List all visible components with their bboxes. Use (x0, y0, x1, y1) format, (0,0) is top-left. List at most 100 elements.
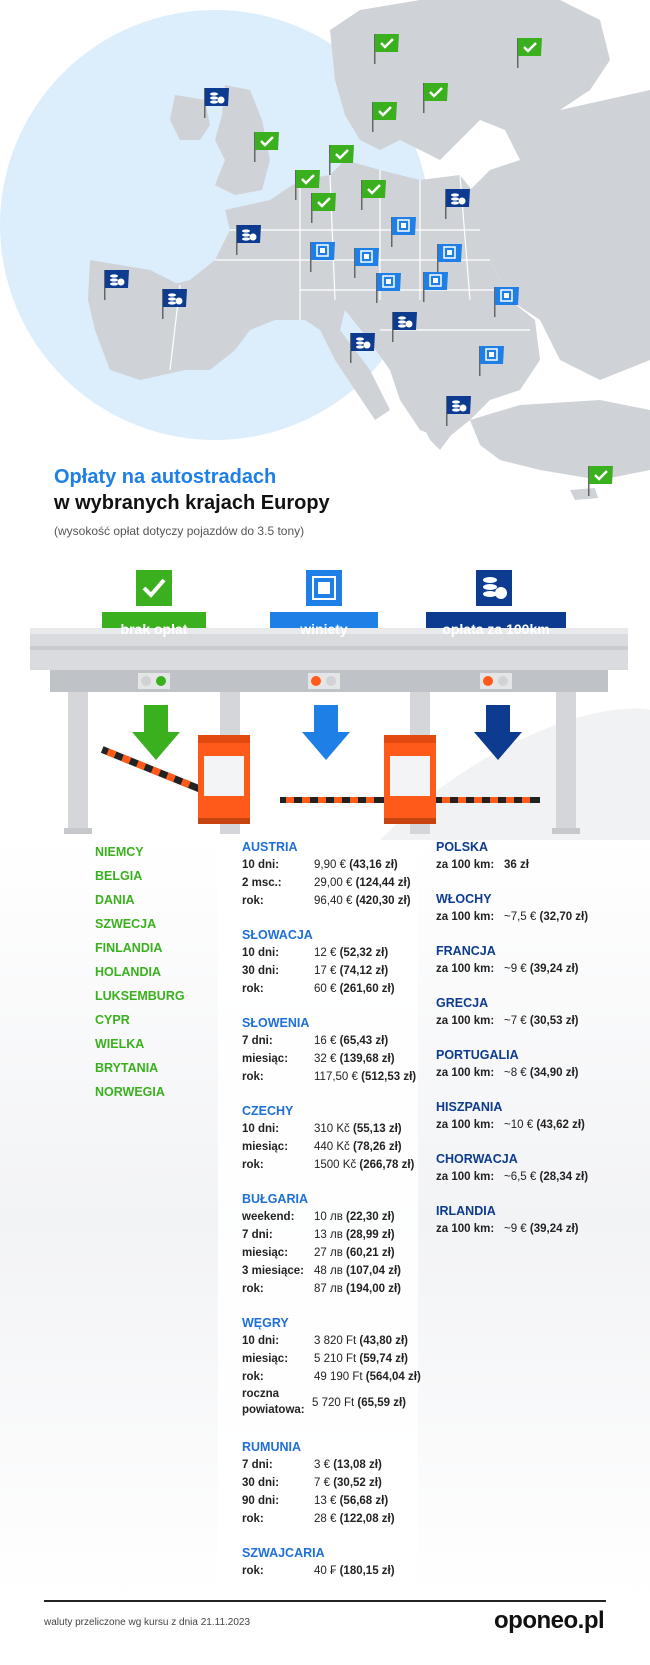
price-local: 5 720 Ft (312, 1397, 355, 1409)
price-row: 10 dni:3 820 Ft (43,80 zł) (242, 1332, 427, 1350)
price-pln: (39,24 zł) (529, 963, 579, 975)
price-row: 2 msc.:29,00 € (124,44 zł) (242, 874, 427, 892)
no-fee-country: BRYTANIA (95, 1061, 159, 1075)
flag-no-fee-icon (311, 193, 336, 223)
price-value: 12 € (52,32 zł) (314, 944, 388, 962)
price-pln: (55,13 zł) (353, 1123, 402, 1135)
price-value: 29,00 € (124,44 zł) (314, 874, 411, 892)
period-label: rok: (242, 1283, 264, 1295)
period-label: 7 dni: (242, 1229, 273, 1241)
price-pln: (39,24 zł) (529, 1223, 579, 1235)
period-label: rok: (242, 983, 264, 995)
price-row: rok: 60 € (261,60 zł) (242, 980, 427, 998)
price-local: 40 ₣ (314, 1565, 337, 1577)
price-value: 13 € (56,68 zł) (314, 1492, 388, 1510)
flag-per-km-icon (445, 189, 470, 219)
category-label-no-fee: brak opłat (120, 621, 188, 637)
period-label: weekend: (242, 1211, 295, 1223)
price-value: 5 720 Ft (65,59 zł) (312, 1386, 406, 1411)
price-row: za 100 km:~7,5 € (32,70 zł) (436, 908, 636, 926)
flag-per-km-icon (446, 396, 471, 426)
price-local: ~6,5 € (504, 1171, 537, 1183)
price-value: 117,50 € (512,53 zł) (314, 1068, 416, 1086)
arrow-green (132, 705, 180, 760)
map-turkey (470, 400, 650, 480)
price-local: 29,00 € (314, 877, 353, 889)
price-pln: (56,68 zł) (339, 1495, 389, 1507)
price-pln: (30,52 zł) (333, 1477, 382, 1489)
period-label: 7 dni: (242, 1035, 273, 1047)
flag-per-km-icon (392, 312, 417, 342)
price-row: za 100 km:~10 € (43,62 zł) (436, 1116, 636, 1134)
price-pln: (122,08 zł) (339, 1513, 395, 1525)
category-label-per-100km: opłata za 100km (442, 621, 550, 637)
price-pln: (30,53 zł) (529, 1015, 579, 1027)
no-fee-country: LUKSEMBURG (95, 989, 185, 1003)
price-local: ~8 € (504, 1067, 527, 1079)
oponeo-logo: oponeo.pl (494, 1607, 605, 1634)
period-label: miesiąc: (242, 1247, 289, 1259)
sign-check (136, 570, 172, 606)
price-row: 30 dni:7 € (30,52 zł) (242, 1474, 427, 1492)
price-row: za 100 km:~6,5 € (28,34 zł) (436, 1168, 636, 1186)
price-row: rok:40 ₣ (180,15 zł) (242, 1562, 427, 1580)
price-local: 5 210 Ft (314, 1353, 357, 1365)
price-local: 17 € (314, 965, 337, 977)
price-pln: (261,60 zł) (339, 983, 395, 995)
arrow-blue (302, 705, 350, 760)
price-pln: (60,21 zł) (346, 1247, 395, 1259)
no-fee-country: SZWECJA (95, 917, 157, 931)
price-local: 10 лв (314, 1211, 343, 1223)
price-local: 27 лв (314, 1247, 343, 1259)
no-fee-country: CYPR (95, 1013, 130, 1027)
price-local: 13 € (314, 1495, 337, 1507)
price-row: 30 dni:17 € (74,12 zł) (242, 962, 427, 980)
flag-vignette-icon (423, 272, 448, 302)
vignette-country-name: BUŁGARIA (242, 1192, 308, 1206)
period-label: roczna powiatowa: (242, 1388, 305, 1416)
price-pln: (194,00 zł) (346, 1283, 401, 1295)
price-value: 9,90 € (43,16 zł) (314, 856, 398, 874)
price-value: 16 € (65,43 zł) (314, 1032, 388, 1050)
price-row: miesiąc: 27 лв (60,21 zł) (242, 1244, 427, 1262)
price-local: 3 € (314, 1459, 330, 1471)
period-label: 10 dni: (242, 859, 280, 871)
price-value: 1500 Kč (266,78 zł) (314, 1156, 414, 1174)
price-value: 27 лв (60,21 zł) (314, 1244, 395, 1262)
price-value: 60 € (261,60 zł) (314, 980, 395, 998)
flag-vignette-icon (310, 242, 335, 272)
flag-no-fee-icon (588, 466, 613, 496)
category-label-vignettes: winiety (300, 621, 348, 637)
distance-label: za 100 km: (436, 859, 495, 871)
price-pln: (43,80 zł) (359, 1335, 408, 1347)
flag-no-fee-icon (254, 132, 279, 162)
barrier-closed-2 (436, 797, 540, 803)
no-fee-country: BELGIA (95, 869, 143, 883)
price-row: za 100 km:~7 € (30,53 zł) (436, 1012, 636, 1030)
flag-no-fee-icon (295, 170, 320, 200)
price-local: 1500 Kč (314, 1159, 357, 1171)
price-pln: (65,59 zł) (357, 1397, 406, 1409)
price-value: ~7,5 € (32,70 zł) (504, 908, 588, 926)
price-value: 3 € (13,08 zł) (314, 1456, 382, 1474)
price-row: 7 dni:13 лв (28,99 zł) (242, 1226, 427, 1244)
price-pln: (43,62 zł) (536, 1119, 585, 1131)
price-row: miesiąc:440 Kč (78,26 zł) (242, 1138, 427, 1156)
period-label: 10 dni: (242, 1123, 280, 1135)
flag-per-km-icon (204, 88, 229, 118)
flag-per-km-icon (104, 270, 129, 300)
period-label: miesiąc: (242, 1353, 289, 1365)
period-label: 30 dni: (242, 965, 280, 977)
page-title-line1: Opłaty na autostradach (54, 466, 277, 488)
price-pln: (65,43 zł) (339, 1035, 389, 1047)
price-local: 28 € (314, 1513, 337, 1525)
price-value: 96,40 € (420,30 zł) (314, 892, 411, 910)
price-value: 310 Kč (55,13 zł) (314, 1120, 402, 1138)
price-value: ~9 € (39,24 zł) (504, 1220, 578, 1238)
price-local: 117,50 € (314, 1071, 358, 1083)
price-local: 3 820 Ft (314, 1335, 357, 1347)
price-local: 60 € (314, 983, 337, 995)
flag-vignette-icon (494, 287, 519, 317)
price-pln: (78,26 zł) (353, 1141, 402, 1153)
